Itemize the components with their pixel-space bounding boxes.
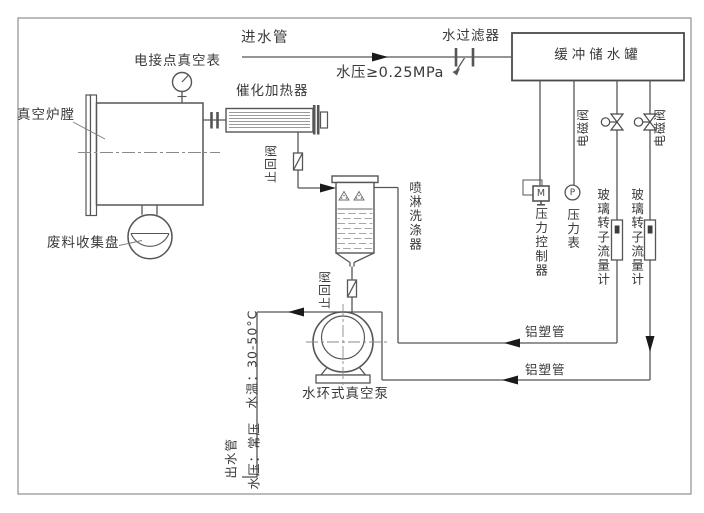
spray-scrubber-label: 喷淋洗涤器 — [407, 181, 423, 252]
outlet-pressure-label: 水压：常压 — [246, 421, 262, 490]
catalytic-heater-symbol — [203, 105, 329, 135]
waste-tray-leader-line — [118, 240, 143, 246]
solenoid-valve-label-2: 电磁阀 — [653, 107, 667, 147]
solenoid-valve-label-1: 电磁阀 — [576, 107, 590, 147]
arrow-alpipe2 — [502, 375, 518, 385]
vacuum-pump-symbol — [306, 304, 388, 387]
inlet-pipe-label: 进水管 — [241, 30, 289, 46]
outlet-pipe-label: 出水管 — [223, 437, 239, 479]
spray-nozzle-icon — [338, 190, 365, 201]
check-valve-label-1: 止回阀 — [264, 143, 278, 183]
controller-letter: M — [536, 188, 546, 199]
waste-tray-symbol — [127, 205, 173, 260]
vacuum-furnace-symbol — [78, 94, 220, 217]
vacuum-pump-label: 水环式真空泵 — [302, 386, 389, 402]
arrow-scrubber-in — [320, 183, 336, 193]
check-valve-symbol-2 — [346, 279, 358, 298]
arrow-pump-out — [288, 307, 304, 317]
vacuum-gauge-symbol — [171, 71, 193, 103]
al-pipe-label-1: 铝塑管 — [525, 324, 566, 339]
check-valve-label-2: 止回阀 — [318, 269, 332, 309]
catalytic-heater-label: 催化加热器 — [236, 83, 309, 99]
check-valve-symbol-1 — [292, 152, 304, 171]
arrow-flowmeter2-down — [645, 336, 655, 352]
inlet-pressure-label: 水压≥0.25MPa — [336, 65, 444, 81]
water-filter-symbol — [452, 48, 475, 76]
solenoid-valve-symbol-1 — [600, 113, 625, 131]
pressure-controller-label: 压力控制器 — [533, 207, 549, 278]
buffer-tank-symbol — [511, 32, 685, 82]
water-filter-label: 水过滤器 — [442, 28, 500, 44]
vacuum-gauge-label: 电接点真空表 — [134, 53, 221, 69]
flowmeter-symbol-2 — [643, 219, 657, 261]
flow-arrows — [288, 52, 655, 385]
diagram-border — [17, 17, 692, 495]
water-temp-label: 水温：30-50°C — [244, 309, 260, 409]
solenoid-valve-symbol-2 — [633, 113, 658, 131]
pressure-gauge-label: 压力表 — [565, 208, 581, 251]
spray-scrubber-symbol — [331, 175, 379, 267]
flowmeter-symbol-1 — [610, 219, 624, 261]
furnace-leader-line — [72, 121, 106, 140]
furnace-chamber-label: 真空炉膛 — [17, 107, 75, 123]
flowmeter-label-1: 玻璃转子流量计 — [595, 188, 611, 287]
pressure-gauge-symbol — [564, 184, 581, 201]
gauge-letter: P — [569, 187, 576, 198]
buffer-tank-label: 缓冲储水罐 — [554, 47, 642, 63]
flowmeter-label-2: 玻璃转子流量计 — [629, 188, 645, 287]
waste-tray-label: 废料收集盘 — [47, 235, 120, 251]
al-pipe-label-2: 铝塑管 — [525, 362, 566, 377]
pressure-controller-symbol — [522, 179, 550, 206]
arrow-alpipe1 — [504, 338, 520, 348]
arrow-inlet — [372, 52, 388, 62]
